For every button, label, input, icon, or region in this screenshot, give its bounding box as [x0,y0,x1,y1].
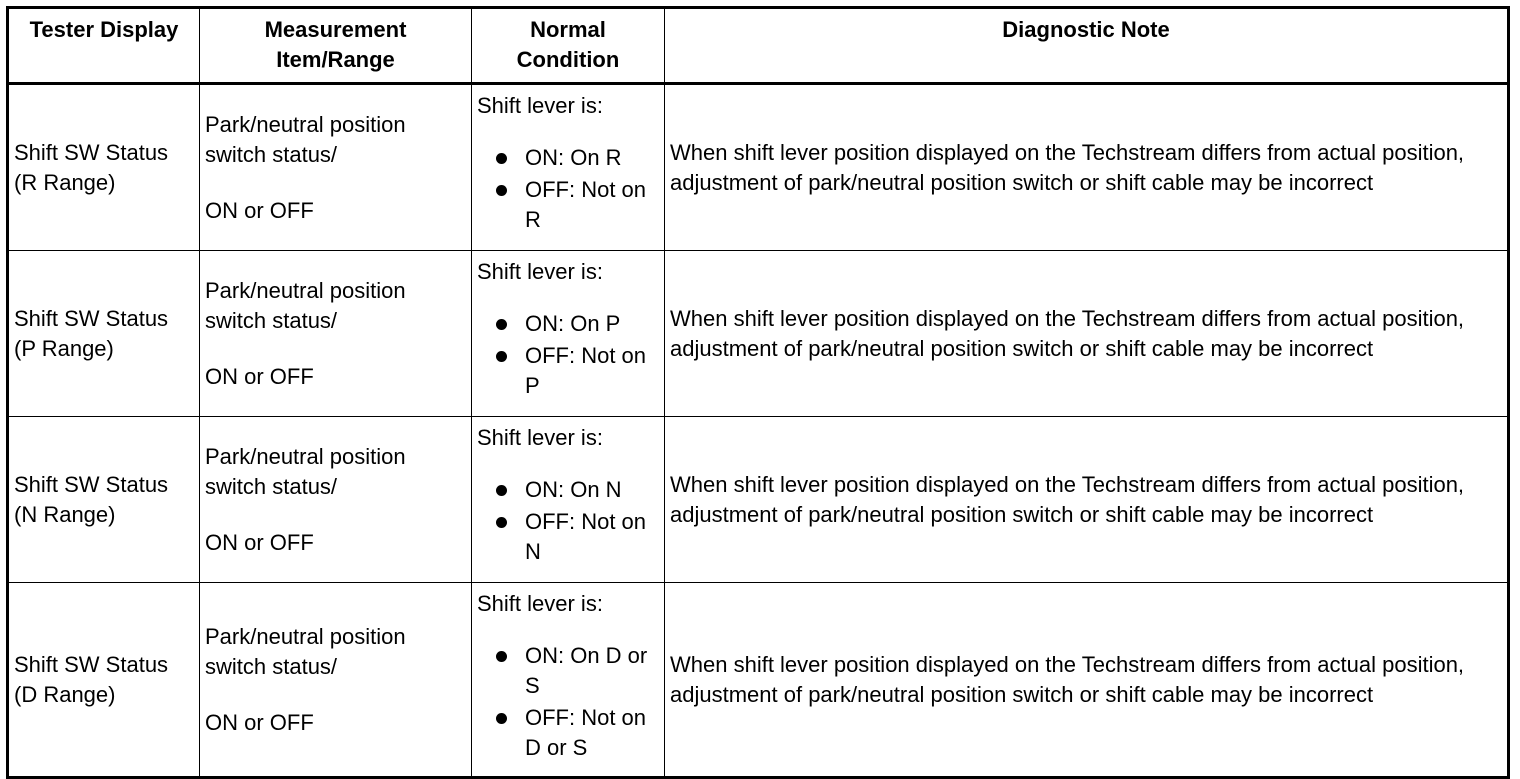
condition-on: ON: On D or S [477,641,659,701]
cell-tester-display: Shift SW Status (D Range) [7,582,200,778]
cell-measurement: Park/neutral position switch status/ ON … [199,582,472,778]
condition-list: ON: On R OFF: Not on R [477,143,659,235]
measurement-item: Park/neutral position switch status/ [205,277,406,333]
table-row: Shift SW Status (D Range) Park/neutral p… [7,582,1509,778]
header-normal-condition: Normal Condition [471,7,665,85]
cell-diagnostic-note: When shift lever position displayed on t… [664,582,1509,778]
cell-normal-condition: Shift lever is: ON: On D or S OFF: Not o… [471,582,665,778]
measurement-item: Park/neutral position switch status/ [205,443,406,499]
cell-normal-condition: Shift lever is: ON: On P OFF: Not on P [471,250,665,417]
condition-on: ON: On R [477,143,659,173]
cell-diagnostic-note: When shift lever position displayed on t… [664,83,1509,251]
cell-normal-condition: Shift lever is: ON: On R OFF: Not on R [471,83,665,251]
header-row: Tester Display Measurement Item/Range No… [7,7,1509,85]
measurement-item: Park/neutral position switch status/ [205,111,406,167]
condition-on: ON: On P [477,309,659,339]
condition-list: ON: On P OFF: Not on P [477,309,659,401]
table-body: Shift SW Status (R Range) Park/neutral p… [7,83,1509,778]
bullet-dot-icon [496,651,507,662]
table-row: Shift SW Status (R Range) Park/neutral p… [7,83,1509,251]
bullet-dot-icon [496,517,507,528]
bullet-dot-icon [496,153,507,164]
condition-lead: Shift lever is: [477,425,603,450]
condition-on-text: ON: On P [525,311,621,336]
condition-lead: Shift lever is: [477,591,603,616]
measurement-range: ON or OFF [205,709,314,735]
condition-list: ON: On D or S OFF: Not on D or S [477,641,659,763]
bullet-dot-icon [496,713,507,724]
condition-off-text: OFF: Not on D or S [525,705,647,760]
header-measurement: Measurement Item/Range [199,7,472,85]
condition-list: ON: On N OFF: Not on N [477,475,659,567]
condition-off: OFF: Not on R [477,175,659,235]
cell-diagnostic-note: When shift lever position displayed on t… [664,416,1509,583]
condition-on-text: ON: On R [525,145,622,170]
cell-measurement: Park/neutral position switch status/ ON … [199,416,472,583]
condition-lead: Shift lever is: [477,93,603,118]
condition-off: OFF: Not on N [477,507,659,567]
bullet-dot-icon [496,485,507,496]
table-row: Shift SW Status (P Range) Park/neutral p… [7,250,1509,417]
measurement-range: ON or OFF [205,529,314,555]
bullet-dot-icon [496,185,507,196]
bullet-dot-icon [496,351,507,362]
condition-off-text: OFF: Not on R [525,177,647,232]
header-diagnostic-note: Diagnostic Note [664,7,1509,85]
table-header: Tester Display Measurement Item/Range No… [7,7,1509,85]
cell-tester-display: Shift SW Status (R Range) [7,83,200,251]
measurement-range: ON or OFF [205,197,314,223]
cell-normal-condition: Shift lever is: ON: On N OFF: Not on N [471,416,665,583]
condition-on: ON: On N [477,475,659,505]
cell-tester-display: Shift SW Status (P Range) [7,250,200,417]
bullet-dot-icon [496,319,507,330]
cell-tester-display: Shift SW Status (N Range) [7,416,200,583]
condition-off: OFF: Not on P [477,341,659,401]
condition-off-text: OFF: Not on N [525,509,647,564]
measurement-range: ON or OFF [205,363,314,389]
table-row: Shift SW Status (N Range) Park/neutral p… [7,416,1509,583]
condition-on-text: ON: On D or S [525,643,648,698]
condition-on-text: ON: On N [525,477,622,502]
cell-diagnostic-note: When shift lever position displayed on t… [664,250,1509,417]
header-tester-display: Tester Display [7,7,200,85]
condition-off: OFF: Not on D or S [477,703,659,763]
data-list-table: Tester Display Measurement Item/Range No… [6,6,1510,779]
cell-measurement: Park/neutral position switch status/ ON … [199,83,472,251]
condition-lead: Shift lever is: [477,259,603,284]
cell-measurement: Park/neutral position switch status/ ON … [199,250,472,417]
condition-off-text: OFF: Not on P [525,343,647,398]
measurement-item: Park/neutral position switch status/ [205,623,406,679]
